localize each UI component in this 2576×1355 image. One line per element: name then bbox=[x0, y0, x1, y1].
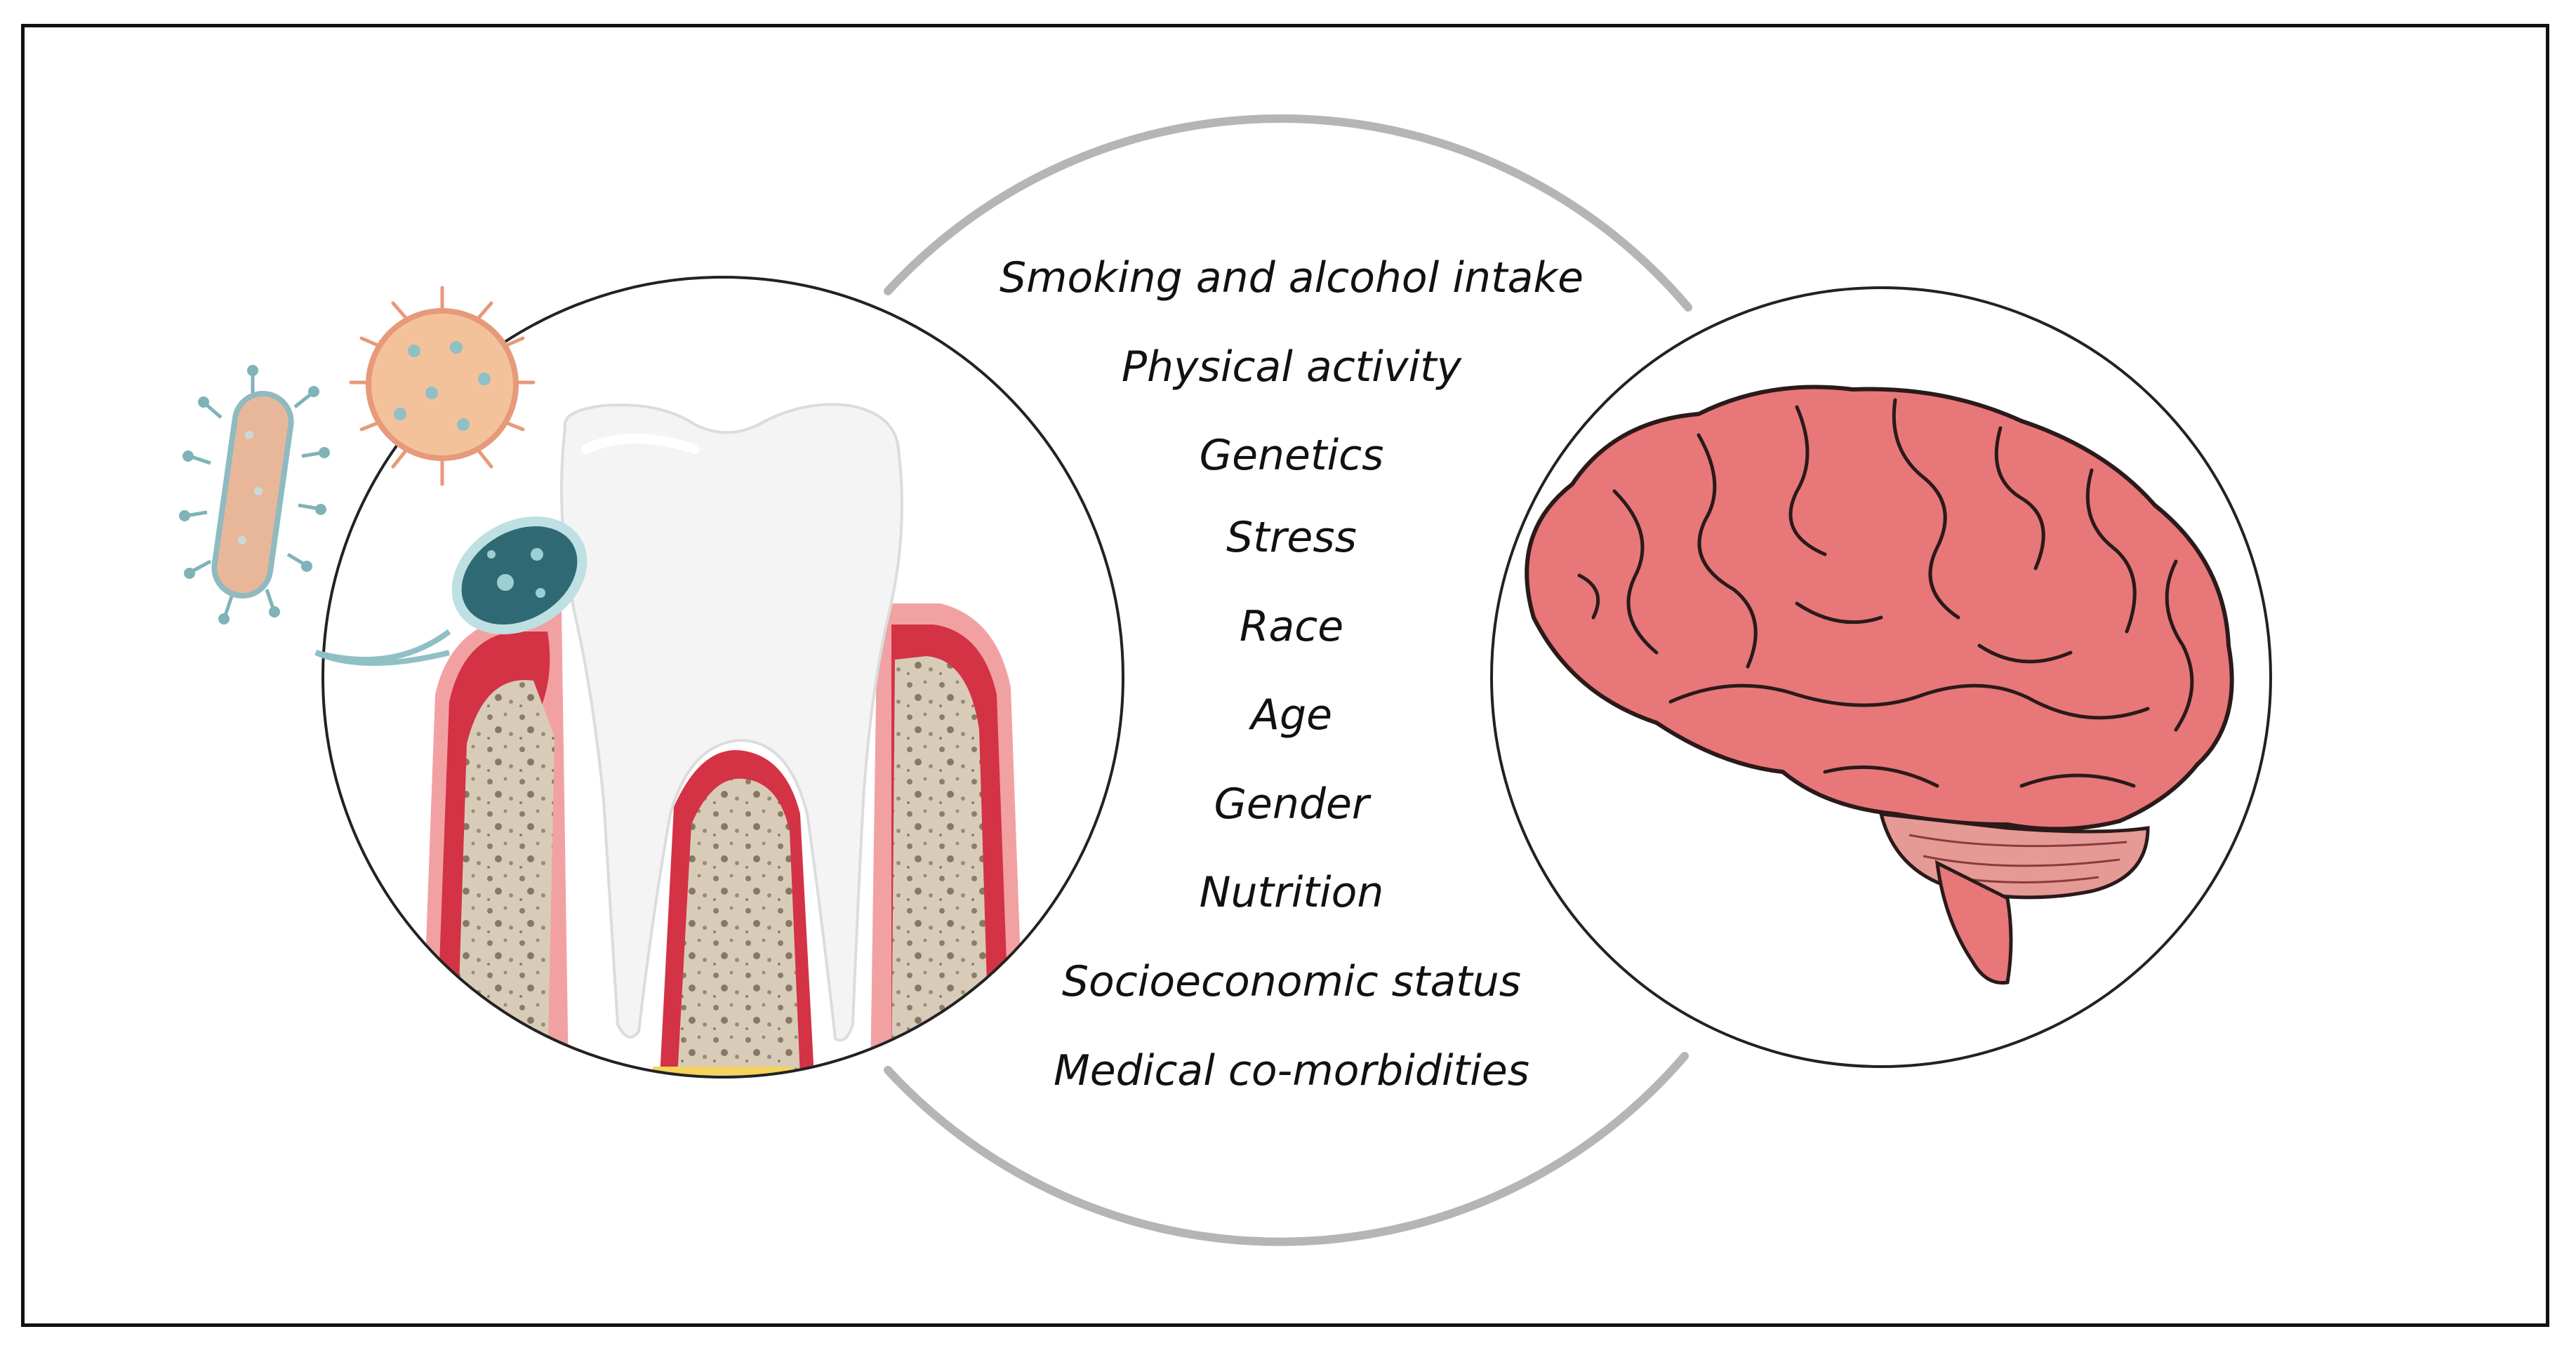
factor-comorbidities: Medical co-morbidities bbox=[1054, 1046, 1529, 1095]
tooth-gum-cross-section-icon bbox=[421, 403, 1025, 1077]
factor-physical-activity: Physical activity bbox=[1121, 342, 1462, 392]
factor-genetics: Genetics bbox=[1199, 431, 1384, 480]
factor-race: Race bbox=[1239, 602, 1344, 651]
spiky-coccus-icon bbox=[349, 286, 536, 486]
brain-circle bbox=[1490, 286, 2272, 1068]
brain-icon bbox=[1525, 385, 2234, 985]
rod-bacterium-icon bbox=[179, 365, 330, 625]
tooth-circle bbox=[321, 276, 1124, 1079]
factor-age: Age bbox=[1250, 690, 1333, 740]
risk-factor-list: Smoking and alcohol intake Physical acti… bbox=[969, 253, 1614, 1137]
factor-socioeconomic: Socioeconomic status bbox=[1061, 957, 1522, 1006]
factor-smoking-alcohol: Smoking and alcohol intake bbox=[999, 253, 1584, 302]
flagellated-bacterium-icon bbox=[314, 516, 587, 666]
factor-gender: Gender bbox=[1214, 780, 1369, 829]
top-connecting-arc bbox=[884, 114, 1692, 312]
bottom-connecting-arc bbox=[884, 1052, 1689, 1246]
factor-nutrition: Nutrition bbox=[1199, 868, 1384, 917]
factor-stress: Stress bbox=[1226, 513, 1357, 562]
